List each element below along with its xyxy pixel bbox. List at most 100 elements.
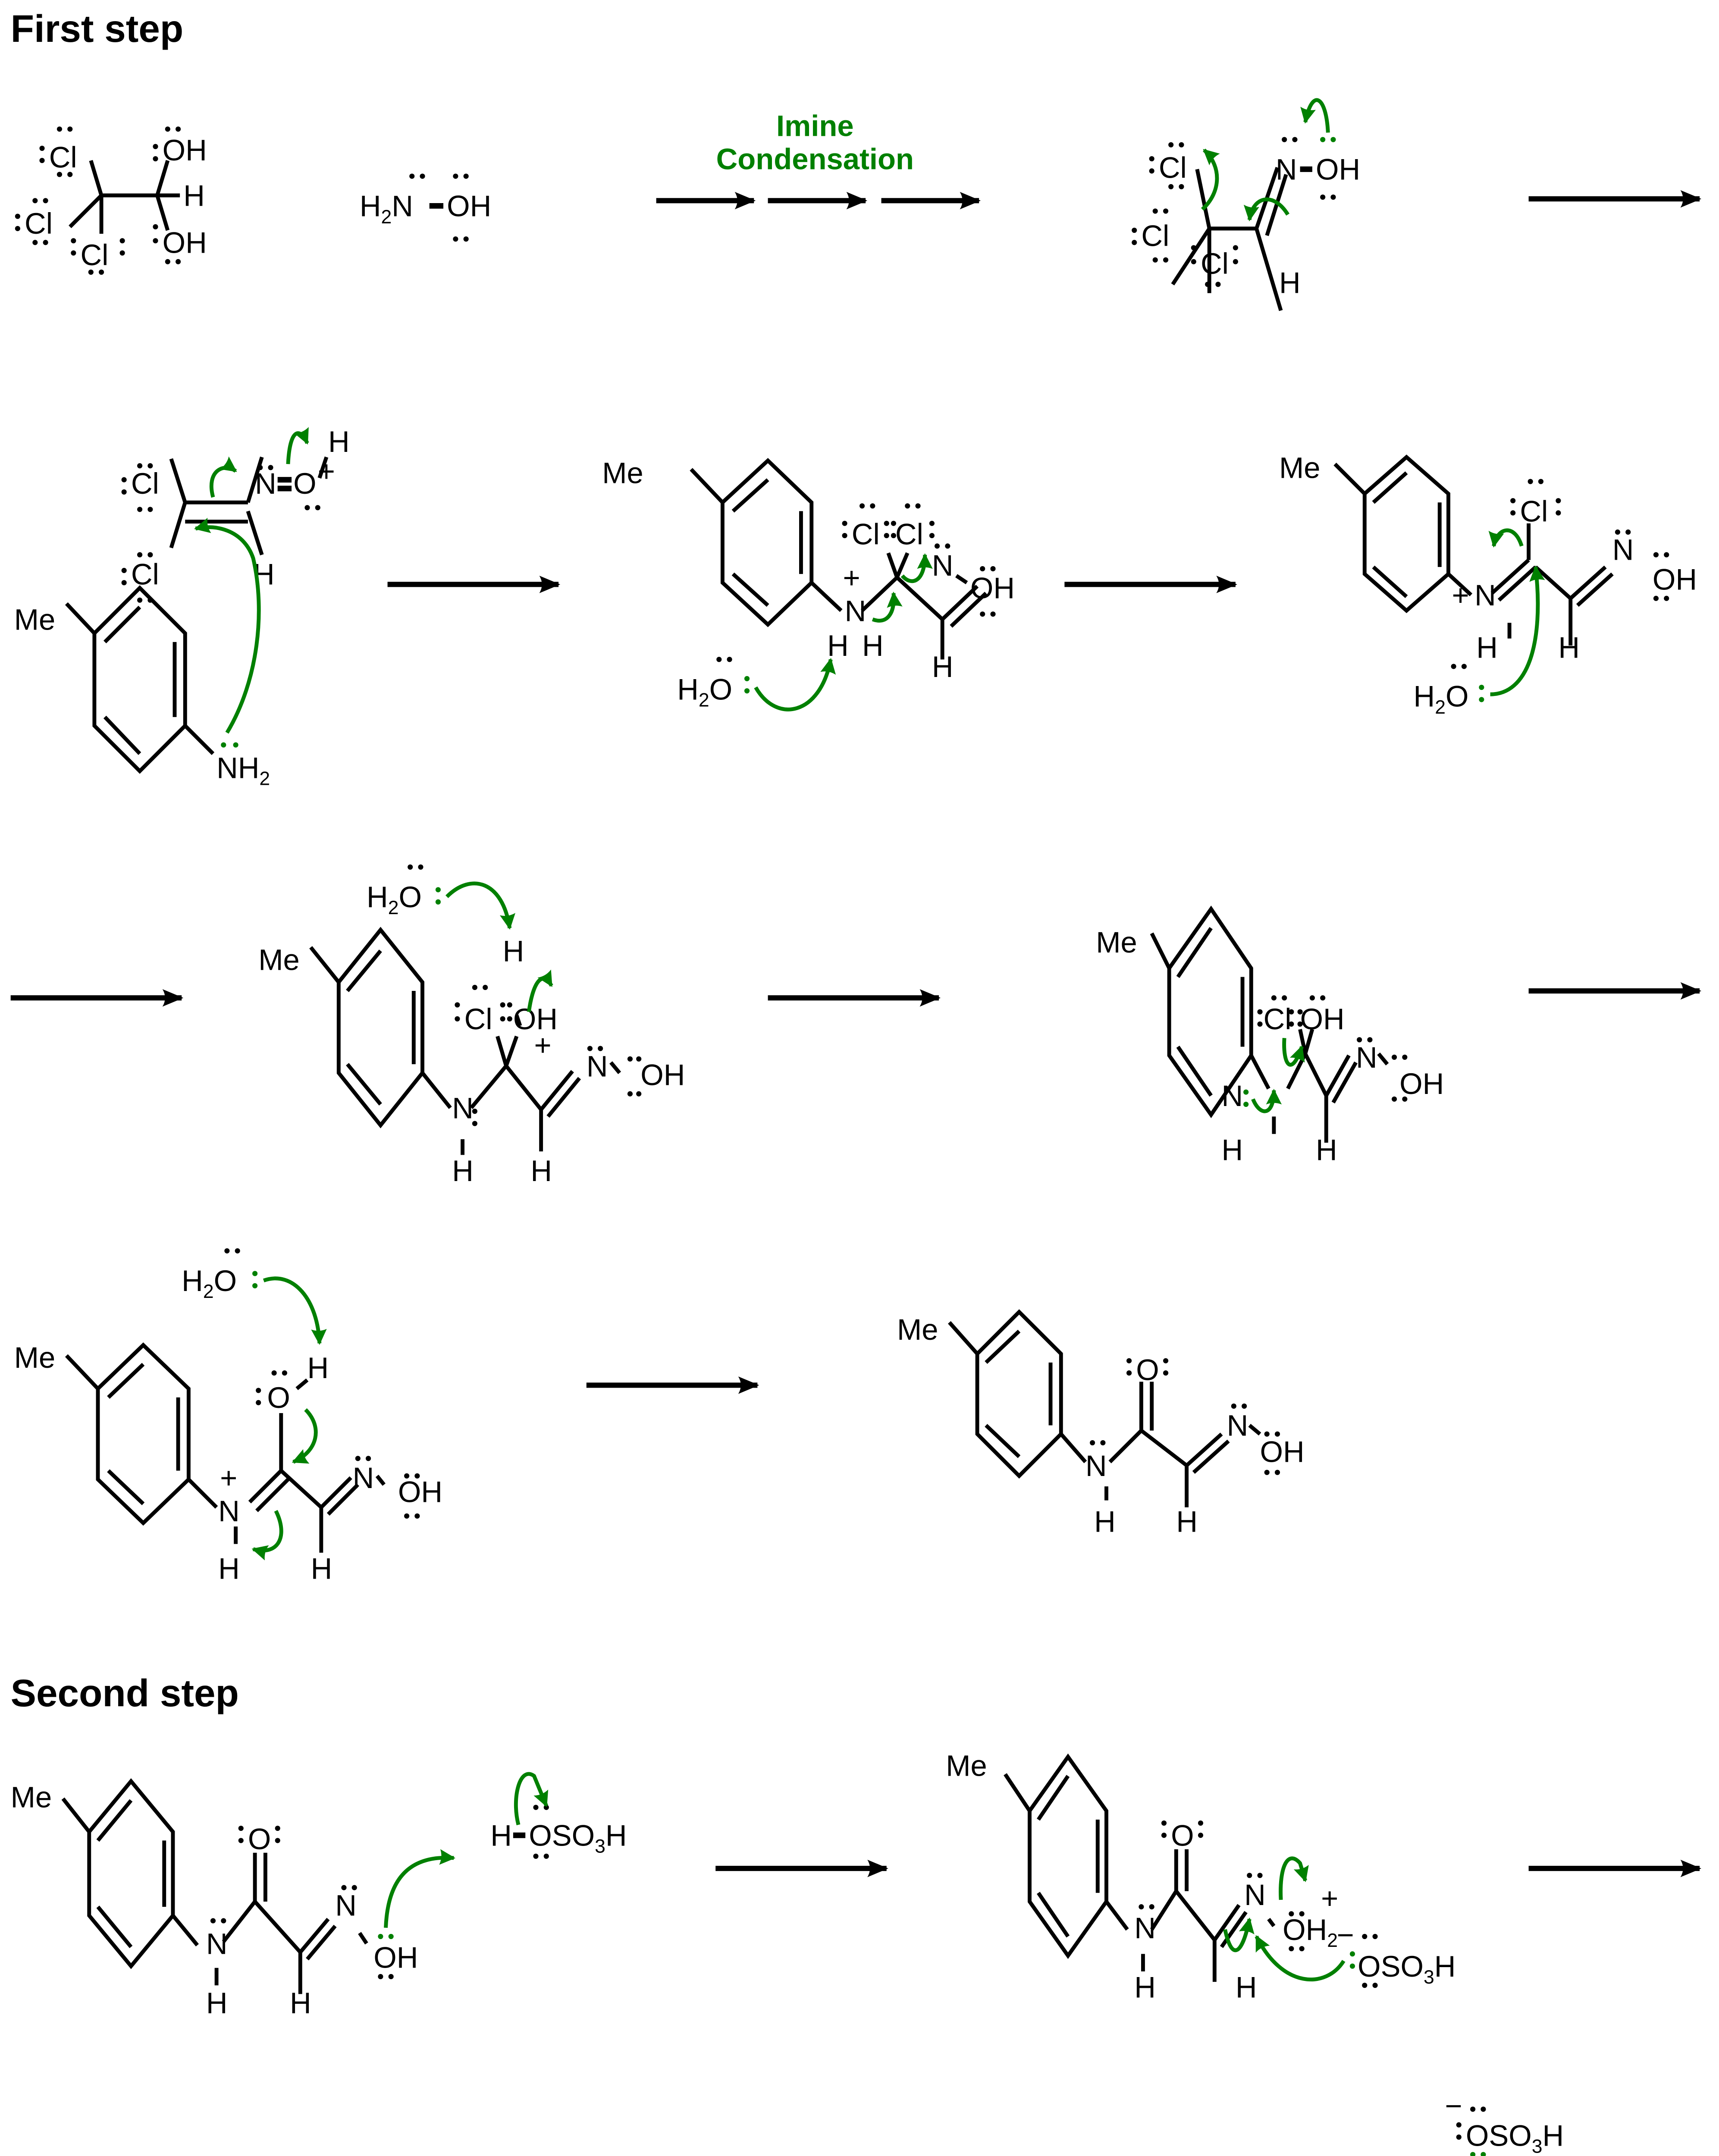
atom-oh: OH <box>1260 1435 1305 1468</box>
atom-n: N <box>1222 1079 1243 1112</box>
atom-n: N <box>1276 153 1297 186</box>
water-molecule: H2O <box>182 1264 237 1302</box>
bisulfate-anion: OSO3H <box>1358 1950 1456 1988</box>
water-molecule: H2O <box>367 881 422 918</box>
atom-cl: Cl <box>852 517 880 551</box>
atom-h: H <box>932 650 954 683</box>
atom-h: H <box>827 629 849 662</box>
atom-h: H <box>183 179 205 212</box>
atom-cl: Cl <box>464 1003 492 1036</box>
spiro-cyclized-cation: Me H NH O N + H OSO3H − <box>1445 2090 1564 2156</box>
atom-n: N <box>206 1927 228 1960</box>
atom-cl: Cl <box>131 558 159 591</box>
svg-text:Condensation: Condensation <box>716 142 914 175</box>
atom-cl: Cl <box>1159 151 1187 185</box>
atom-h: H <box>1222 1133 1243 1166</box>
svg-text:Imine: Imine <box>776 110 854 143</box>
atom-n: N <box>452 1091 474 1125</box>
methyl-label: Me <box>1279 451 1321 485</box>
charge-plus: + <box>843 561 860 594</box>
atom-cl: Cl <box>81 238 109 272</box>
methyl-label: Me <box>602 457 643 490</box>
atom-n: N <box>1244 1878 1266 1912</box>
aminal-intermediate: Me N + H H Cl Cl N OH H H2O <box>602 457 1015 711</box>
atom-n: N <box>1227 1409 1248 1442</box>
atom-n: N <box>1134 1912 1156 1945</box>
methyl-label: Me <box>11 1781 52 1814</box>
methyl-label: Me <box>946 1749 987 1783</box>
atom-n: N <box>218 1495 240 1528</box>
atom-cl: Cl <box>25 207 53 240</box>
sulfuric-acid: H <box>490 1819 512 1852</box>
atom-h: H <box>206 1987 228 2020</box>
methyl-label: Me <box>11 2154 52 2156</box>
atom-h: H <box>290 1987 311 2020</box>
atom-h: H <box>452 1154 474 1188</box>
atom-h: H <box>328 425 350 458</box>
atom-oh: OH <box>970 572 1015 605</box>
charge-plus: + <box>1452 579 1469 612</box>
methyl-label: Me <box>14 603 56 636</box>
protonated-amide-intermediate: Me N + H O H N OH H H2O <box>14 1248 442 1586</box>
atom-h: H <box>307 1351 329 1385</box>
atom-h: H <box>1279 266 1301 300</box>
atom-oh: OH <box>447 190 491 223</box>
atom-h: H <box>1236 1971 1257 2004</box>
atom-oh: OH <box>163 134 207 167</box>
hydroxylamine: H2N OH <box>360 173 491 242</box>
atom-h: H <box>1558 631 1580 664</box>
atom-o: O <box>1136 1353 1159 1386</box>
water-molecule: H2O <box>1414 680 1469 718</box>
methyl-label: Me <box>1096 926 1137 959</box>
atom-oh: OH <box>640 1059 685 1092</box>
atom-h2n: H2N <box>360 190 413 228</box>
section-title-first-step: First step <box>11 7 184 50</box>
isonitrosoacetanilide-product: Me N H O N OH H <box>897 1309 1305 1538</box>
water-molecule: H2O <box>677 673 732 711</box>
nitrile-amide-with-acid: Me N H O N H OSO3H <box>11 2154 52 2156</box>
atom-n: N <box>1612 533 1634 567</box>
atom-cl: Cl <box>1520 495 1548 528</box>
charge-plus: + <box>534 1029 551 1062</box>
trichloro-oxime: Cl Cl Cl N OH H <box>1132 98 1360 311</box>
atom-oh: OH <box>1399 1067 1444 1100</box>
atom-h: H <box>311 1552 333 1586</box>
atom-cl: Cl <box>1201 247 1229 280</box>
atom-h: H <box>1176 1505 1198 1538</box>
atom-h: H <box>1316 1133 1337 1166</box>
protonated-oxime-amide: Me N H O N OH2 + H OSO3H − <box>946 1749 1456 2004</box>
atom-n: N <box>587 1050 608 1083</box>
atom-cl: Cl <box>131 467 159 500</box>
section-title-second-step: Second step <box>11 1671 239 1714</box>
atom-cl: Cl <box>1141 219 1169 252</box>
imine-condensation-label: Imine Condensation <box>716 110 914 176</box>
atom-h: H <box>218 1552 240 1586</box>
atom-n: N <box>1085 1449 1107 1482</box>
atom-o: O <box>267 1381 290 1414</box>
atom-cl: Cl <box>49 141 77 174</box>
atom-nh2: NH2 <box>216 751 270 789</box>
methyl-label: Me <box>897 1313 938 1346</box>
charge-minus: − <box>1445 2090 1462 2123</box>
iminium-chloride-intermediate: Me N + H Cl N OH H H2O <box>1279 451 1697 718</box>
atom-oh: OH <box>1300 1003 1345 1036</box>
bisulfate-anion: OSO3H <box>1466 2119 1564 2156</box>
atom-oh: OH <box>513 1003 558 1036</box>
protonated-chlorohydrin: Me N H Cl OH + H N OH H H2O <box>258 864 685 1188</box>
atom-o: O <box>293 467 317 500</box>
atom-n: N <box>353 1461 374 1495</box>
atom-o: O <box>248 1823 271 1856</box>
atom-oh: OH <box>163 226 207 260</box>
atom-oh: OH <box>1653 563 1697 596</box>
atom-n: N <box>845 594 866 627</box>
atom-h: H <box>530 1154 552 1188</box>
chloral-hydrate: Cl Cl Cl OH H OH <box>15 126 207 275</box>
atom-n: N <box>1356 1041 1377 1074</box>
sulfuric-acid: OSO3H <box>529 1819 627 1857</box>
atom-cl: Cl <box>1264 1003 1292 1036</box>
oxime-amide-with-acid: Me N H O N OH H H OSO3H <box>11 1772 627 2020</box>
atom-h: H <box>503 934 524 968</box>
methyl-label: Me <box>14 1341 56 1374</box>
charge-plus: + <box>1321 1882 1338 1915</box>
